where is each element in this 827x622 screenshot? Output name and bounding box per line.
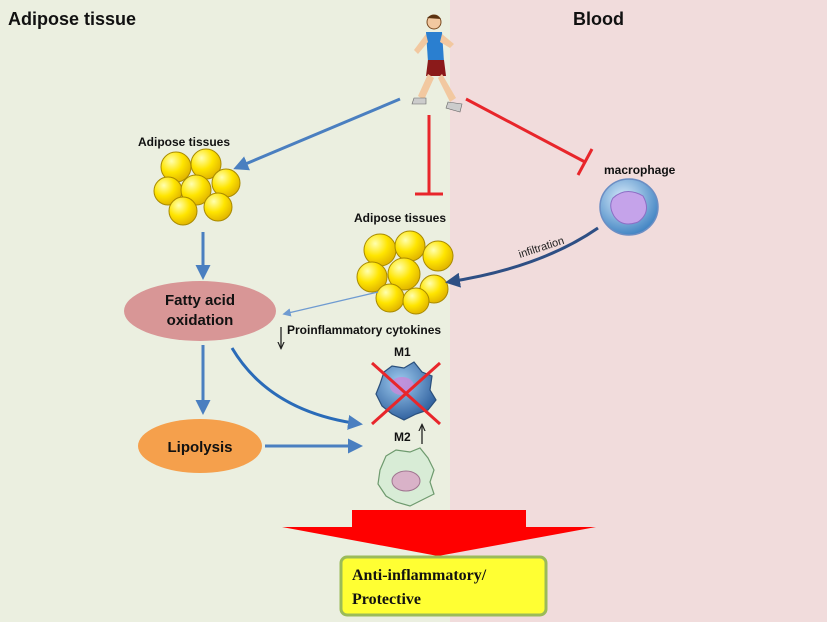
lipolysis-label: Lipolysis — [167, 439, 232, 456]
big-down-arrow — [282, 510, 596, 556]
fatty-acid-label-line1: Fatty acid — [165, 292, 235, 309]
fat-cell-cluster-icon — [356, 230, 454, 315]
macrophage-icon — [599, 178, 659, 236]
m1-cross-out-icon — [370, 361, 442, 426]
m2-macrophage-icon — [377, 447, 435, 507]
adipose-tissues-top-label: Adipose tissues — [138, 135, 230, 149]
right-panel-title: Blood — [573, 9, 624, 29]
lipolysis-node — [138, 419, 262, 473]
left-panel-title: Adipose tissue — [8, 9, 136, 29]
fatty-acid-label-line2: oxidation — [167, 312, 234, 329]
outcome-label-line1: Anti-inflammatory/ — [352, 567, 487, 584]
m2-label: M2 — [394, 430, 411, 444]
inhibition-exercise-to-macrophage — [465, 97, 594, 176]
arrow-adipose-mid-to-fatty-acid — [282, 291, 379, 317]
outcome-label-line2: Protective — [352, 591, 421, 608]
inhibition-exercise-to-adipose-mid — [415, 115, 443, 196]
fat-cell-cluster-icon — [153, 148, 241, 226]
arrow-infiltration — [445, 226, 599, 288]
outcome-box — [339, 555, 548, 617]
arrow-fatty-acid-to-m1 — [230, 347, 363, 430]
fatty-acid-oxidation-node — [124, 281, 276, 341]
runner-icon — [411, 14, 463, 113]
cytokines-label: Proinflammatory cytokines — [287, 323, 441, 337]
adipose-tissues-mid-label: Adipose tissues — [354, 211, 446, 225]
macrophage-label: macrophage — [604, 163, 676, 177]
m1-label: M1 — [394, 345, 411, 359]
arrow-exercise-to-adipose — [233, 97, 401, 171]
